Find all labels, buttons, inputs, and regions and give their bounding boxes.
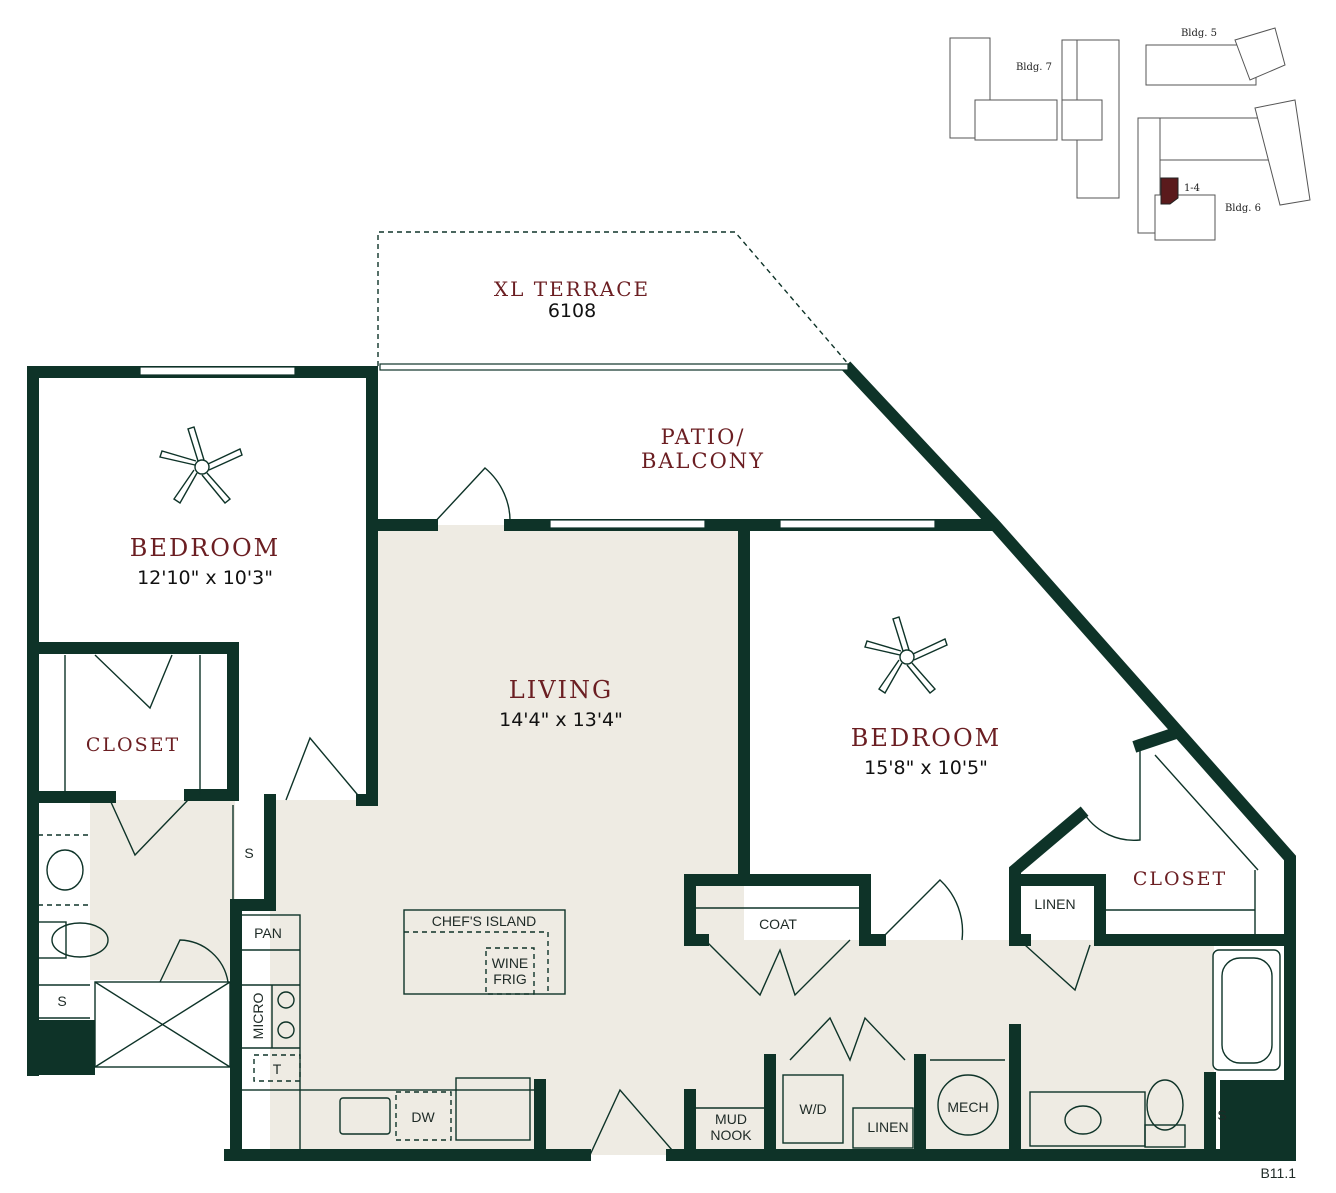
sink: [339, 1097, 391, 1135]
wine-frig-label-2: FRIG: [493, 971, 526, 987]
closet1-label: CLOSET: [86, 734, 180, 756]
windows: [139, 363, 936, 529]
ceiling-fan-icon: [864, 616, 948, 694]
pantry-label: PAN: [254, 925, 282, 941]
mech-label: MECH: [947, 1099, 988, 1115]
bldg5-label: Bldg. 5: [1181, 28, 1217, 39]
shelf-label: S: [1217, 1107, 1226, 1123]
linen1-label: LINEN: [1034, 896, 1075, 912]
washer-dryer-label: W/D: [799, 1101, 826, 1117]
closet2-label: CLOSET: [1133, 868, 1227, 890]
microwave-label: MICRO: [250, 993, 266, 1040]
patio-label: PATIO/: [661, 425, 746, 449]
chefs-island-label: CHEF'S ISLAND: [432, 913, 537, 929]
patio-label-2: BALCONY: [641, 449, 765, 473]
burner: [277, 1021, 295, 1039]
shelf-label: S: [57, 993, 66, 1009]
highlighted-unit: [1160, 177, 1179, 205]
bldg6-label: Bldg. 6: [1225, 203, 1261, 214]
bedroom1-size: 12'10" x 10'3": [137, 567, 273, 589]
terrace-outline: [377, 231, 851, 367]
terrace-number: 6108: [548, 300, 596, 322]
building-6: [1137, 99, 1311, 241]
bedroom2-label: BEDROOM: [851, 724, 1001, 752]
living-label: LIVING: [509, 676, 613, 704]
unit-label: 1-4: [1184, 183, 1200, 194]
doors: [37, 467, 1281, 1156]
linen2-label: LINEN: [867, 1119, 908, 1135]
building-5: [1145, 27, 1286, 86]
bedroom1-label: BEDROOM: [130, 534, 280, 562]
building-7: [949, 37, 1120, 199]
dishwasher-label: DW: [411, 1109, 435, 1125]
mud-nook-label: MUD: [715, 1111, 747, 1127]
bldg7-label: Bldg. 7: [1016, 62, 1052, 73]
plan-code: B11.1: [1260, 1165, 1296, 1181]
bedroom2-size: 15'8" x 10'5": [864, 757, 988, 779]
ceiling-fan-icon: [159, 426, 243, 504]
t-label: T: [273, 1061, 282, 1077]
coat-label: COAT: [759, 916, 797, 932]
site-map: Bldg. 5 Bldg. 7 Bldg. 6 1-4: [949, 27, 1311, 241]
chefs-island: [403, 909, 566, 995]
mud-nook-label-2: NOOK: [710, 1127, 752, 1143]
living-floor: [90, 525, 1214, 1155]
shelf-label: S: [244, 845, 253, 861]
living-size: 14'4" x 13'4": [499, 709, 623, 731]
terrace-label: XL TERRACE: [494, 277, 650, 301]
burner: [277, 991, 295, 1009]
refrigerator: [455, 1077, 531, 1141]
wine-frig-label: WINE: [492, 955, 529, 971]
